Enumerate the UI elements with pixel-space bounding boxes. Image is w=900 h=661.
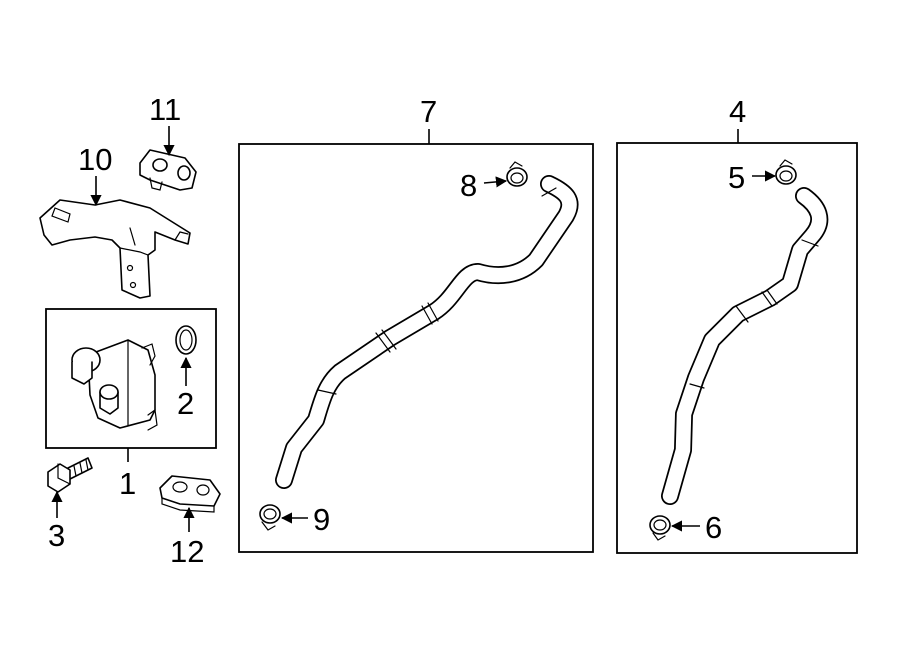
part-3-bolt	[47, 457, 93, 493]
part-10-bracket	[39, 199, 191, 299]
box-4-hose-assembly	[616, 142, 858, 554]
part-1-oil-cooler	[71, 339, 158, 431]
part-12-gasket	[159, 475, 221, 513]
leader-8	[483, 176, 508, 188]
part-6-hose-clamp	[649, 515, 671, 541]
callout-11: 11	[149, 92, 181, 127]
callout-5: 5	[728, 160, 745, 195]
part-9-hose-clamp	[259, 504, 281, 531]
callout-7: 7	[420, 94, 437, 129]
callout-3: 3	[48, 518, 65, 553]
callout-2: 2	[177, 386, 194, 421]
box-7-hose-assembly	[238, 143, 594, 553]
callout-10: 10	[78, 142, 112, 177]
part-4-hose	[661, 187, 829, 505]
callout-9: 9	[313, 502, 330, 537]
callout-12: 12	[170, 534, 204, 569]
part-11-grommet-block	[139, 149, 197, 191]
part-8-hose-clamp	[506, 161, 528, 187]
part-7-hose	[275, 175, 579, 489]
box-1-oil-cooler-assembly	[45, 308, 217, 449]
callout-4: 4	[729, 94, 746, 129]
callout-6: 6	[705, 510, 722, 545]
part-2-o-ring	[175, 325, 197, 355]
callout-1: 1	[119, 466, 136, 501]
part-5-hose-clamp	[775, 159, 797, 185]
callout-8: 8	[460, 168, 477, 203]
